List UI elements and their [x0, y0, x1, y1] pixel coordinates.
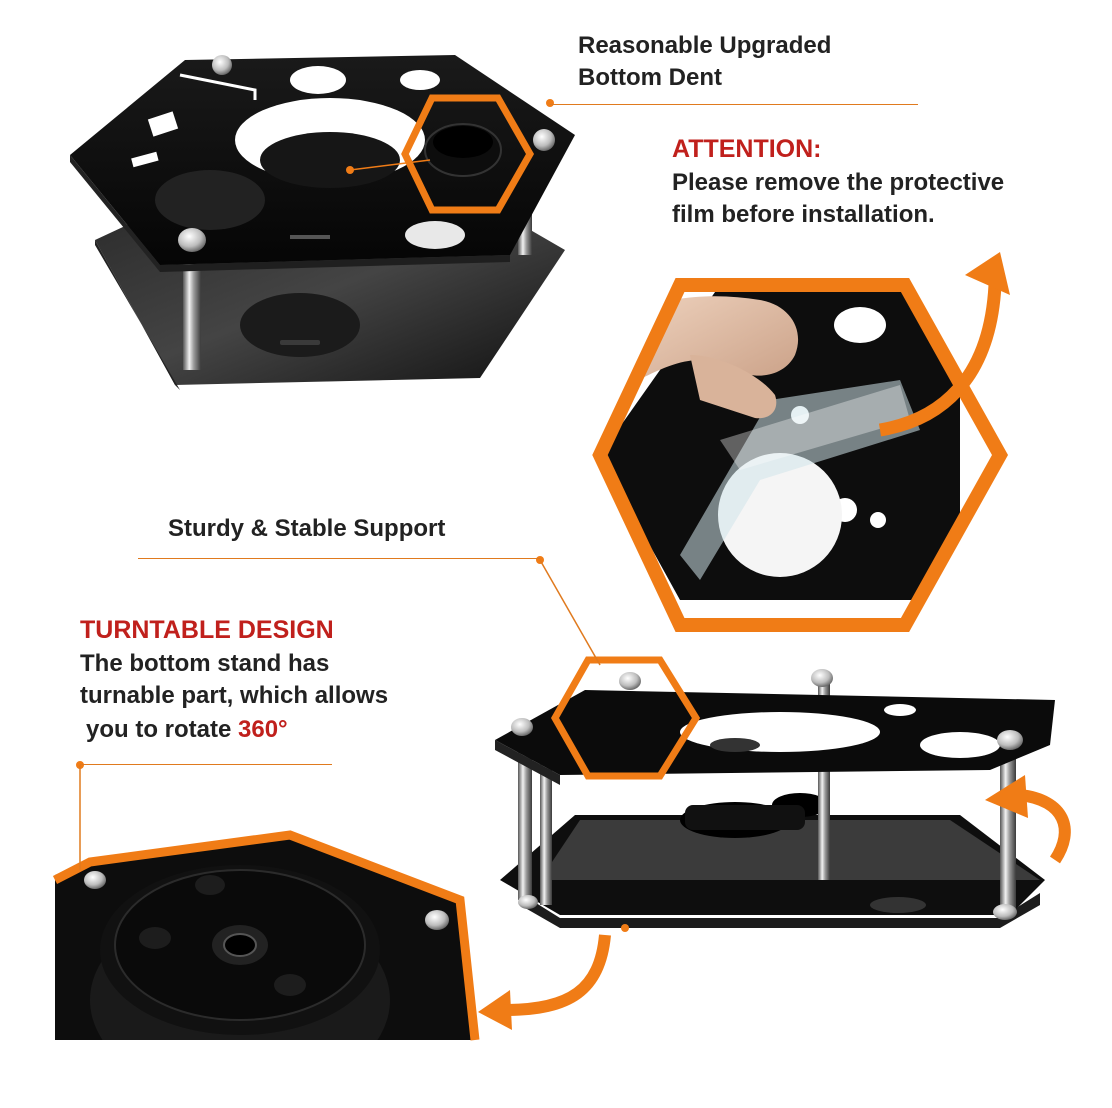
- turntable-leader-line: [80, 764, 332, 765]
- turntable-line2: turnable part, which allows: [80, 682, 389, 709]
- top-stand-image: [70, 55, 575, 390]
- support-callout: Sturdy & Stable Support: [168, 515, 446, 542]
- bottom-dent-leader-line: [550, 104, 918, 105]
- attention-line1: Please remove the protective: [672, 169, 1005, 196]
- bottom-dent-callout-line1: Reasonable Upgraded: [578, 32, 832, 59]
- turntable-title: TURNTABLE DESIGN: [80, 616, 334, 644]
- support-leader-line: [138, 558, 540, 559]
- hexagon-highlight-icon: [592, 278, 1009, 632]
- attention-line2: film before installation.: [672, 201, 935, 228]
- curved-arrow-icon: [1019, 789, 1071, 864]
- hexagon-highlight-icon: [550, 656, 701, 780]
- bottom-stand-image: [495, 656, 1071, 932]
- film-peel-image: [592, 252, 1010, 632]
- turntable-line1: The bottom stand has: [80, 650, 330, 677]
- hexagon-highlight-icon: [401, 94, 535, 214]
- curved-arrow-icon: [504, 934, 611, 1016]
- curved-arrow-icon: [878, 284, 1002, 437]
- rotation-degrees: 360°: [238, 716, 288, 743]
- turntable-image: [52, 830, 611, 1041]
- turntable-line3-text: you to rotate: [86, 716, 239, 743]
- bottom-dent-callout-line2: Bottom Dent: [578, 64, 722, 91]
- attention-title: ATTENTION:: [672, 135, 822, 163]
- turntable-line3: you to rotate 360°: [86, 714, 288, 746]
